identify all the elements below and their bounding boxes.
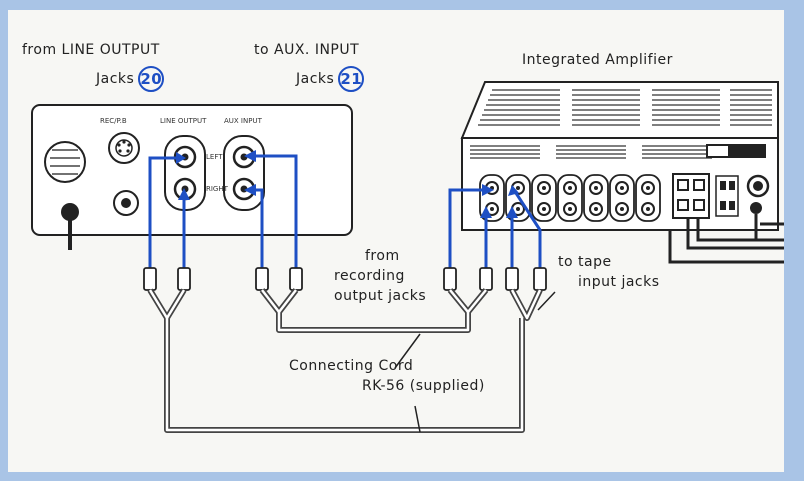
- cord-model-label: RK-56 (supplied): [362, 378, 485, 394]
- to-aux-input-label: to AUX. INPUT: [254, 42, 360, 58]
- from-recording-label-3: output jacks: [334, 288, 427, 304]
- from-recording-label-2: recording: [334, 268, 405, 284]
- power-outlet-icon: [44, 141, 86, 183]
- integrated-amplifier: [460, 81, 784, 264]
- from-recording-label-1: from: [365, 248, 400, 264]
- power-cord-grommet: [61, 203, 79, 221]
- left-panel-label: LEFT: [206, 153, 223, 161]
- integrated-amplifier-label: Integrated Amplifier: [522, 52, 673, 68]
- line-output-jacks-text: Jacks: [96, 71, 135, 87]
- connecting-cord-label: Connecting Cord: [289, 358, 414, 374]
- tape-in-right-line: [512, 189, 542, 270]
- line-output-number-badge: 20: [138, 66, 165, 92]
- aux-input-panel-label: AUX INPUT: [224, 117, 262, 125]
- from-line-output-label: from LINE OUTPUT: [22, 42, 160, 58]
- connecting-cords-inner: [148, 289, 542, 432]
- rec-out-left-line: [448, 188, 484, 270]
- aux-input-right-line: [254, 188, 264, 270]
- line-output-panel-label: LINE OUTPUT: [160, 117, 207, 125]
- leader-lines: [394, 291, 556, 433]
- amplifier-rca-jacks: [479, 174, 661, 222]
- aux-input-jacks-text: Jacks: [296, 71, 335, 87]
- arrow-heads: [176, 150, 519, 218]
- aux-input-left-line: [254, 154, 298, 270]
- line-output-left-line: [148, 156, 176, 270]
- to-tape-label-1: to tape: [558, 254, 612, 270]
- tape-deck-panel: [31, 104, 353, 250]
- aux-input-number-badge: 21: [338, 66, 365, 92]
- rec-pb-label: REC/P.B: [100, 117, 127, 125]
- blue-signal-lines: [148, 154, 542, 270]
- right-panel-label: RIGHT: [206, 185, 228, 193]
- to-tape-label-2: input jacks: [578, 274, 660, 290]
- speaker-wire-1: [686, 218, 784, 250]
- rca-plugs: [143, 267, 547, 291]
- power-cord-amp: [668, 230, 784, 264]
